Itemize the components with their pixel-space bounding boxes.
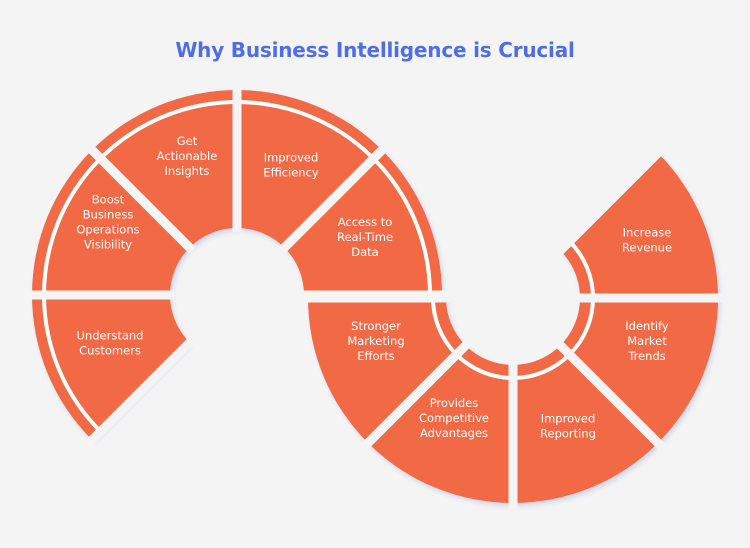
segment-get-actionable-insights — [92, 90, 237, 248]
label-line: Insights — [165, 164, 210, 178]
label-line: Operations — [76, 223, 139, 237]
label-line: Data — [351, 245, 378, 259]
gap-layer — [26, 84, 724, 509]
label-line: Advantages — [420, 426, 488, 440]
label-line: Trends — [627, 349, 665, 363]
segment-improved-efficiency — [237, 90, 382, 248]
ring-line — [42, 100, 238, 433]
label-line: Improved — [541, 412, 596, 426]
segment-gap — [84, 336, 196, 448]
label-line: Efficiency — [263, 166, 319, 180]
diagram-title: Why Business Intelligence is Crucial — [175, 38, 575, 62]
segment-increase-revenue — [560, 153, 718, 298]
segment-gap — [554, 339, 666, 451]
label-line: Real-Time — [337, 230, 393, 244]
label-line: Competitive — [419, 411, 489, 425]
label-line: Improved — [264, 151, 319, 165]
segment-gap — [278, 142, 390, 254]
segment-identify-market-trends — [560, 298, 718, 443]
segment-improved-reporting — [513, 345, 658, 503]
label-line: Provides — [430, 396, 479, 410]
segment-understand-customers — [32, 295, 190, 440]
label-line: Business — [83, 208, 134, 222]
segment-boost-business-operations-visibility — [32, 150, 190, 295]
segment-stronger-marketing-efforts — [308, 298, 466, 443]
label-line: Get — [177, 134, 198, 148]
label-line: Actionable — [157, 149, 218, 163]
segment-gap — [554, 145, 666, 257]
segment-gap — [84, 142, 196, 254]
label-line: Identify — [625, 319, 669, 333]
segments-layer — [32, 90, 718, 503]
label-line: Access to — [338, 215, 393, 229]
label-line: Customers — [79, 344, 141, 358]
segment-gap — [360, 339, 472, 451]
label-line: Revenue — [622, 241, 672, 255]
label-line: Reporting — [540, 427, 596, 441]
ring-line — [568, 240, 595, 299]
segment-provides-competitive-advantages — [368, 345, 513, 503]
label-line: Boost — [92, 193, 125, 207]
label-line: Market — [627, 334, 667, 348]
segment-access-to-real-time-data — [284, 150, 442, 295]
label-line: Increase — [623, 226, 672, 240]
label-line: Stronger — [351, 319, 401, 333]
label-line: Marketing — [347, 334, 404, 348]
label-line: Understand — [77, 329, 144, 343]
label-line: Visibility — [84, 238, 132, 252]
label-line: Efforts — [357, 349, 394, 363]
